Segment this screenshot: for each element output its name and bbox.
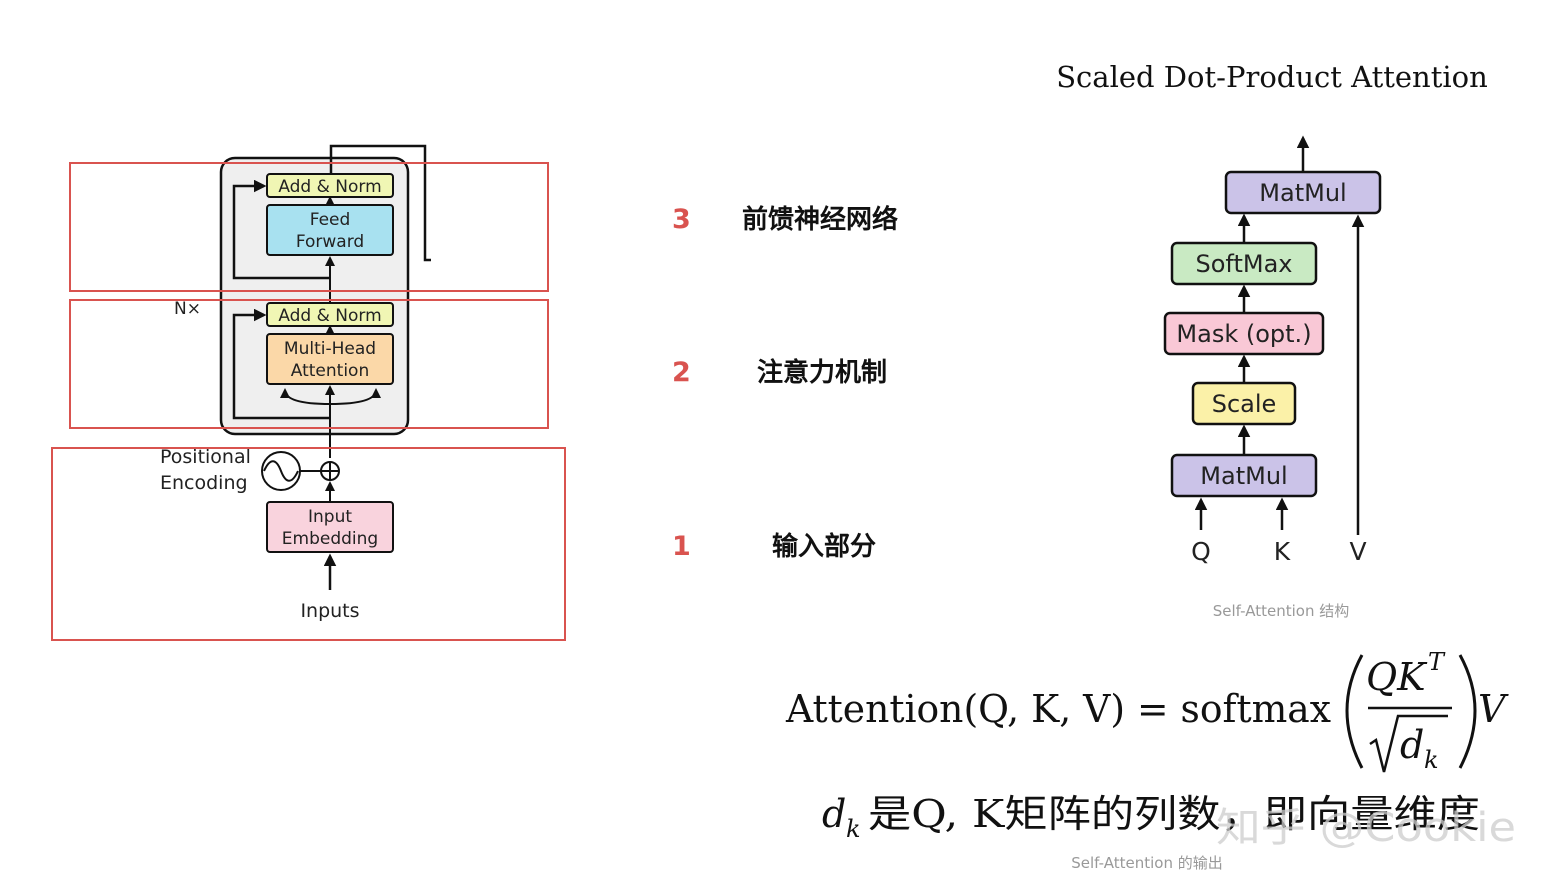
step-1-label: 输入部分 xyxy=(772,531,876,562)
formula-denominator: d xyxy=(1400,723,1424,767)
highlight-box-feed-forward xyxy=(69,162,549,292)
encoder-layer-container xyxy=(219,156,410,436)
encoder-diagram: Add & Norm Feed Forward Add & Norm Multi… xyxy=(160,144,431,622)
matmul-top-block xyxy=(1224,170,1382,215)
k-label: K xyxy=(1274,537,1291,566)
step-3-number: 3 xyxy=(672,204,691,235)
feed-forward-label-line2: Forward xyxy=(296,232,364,252)
mask-block xyxy=(1163,311,1325,356)
output-connection-line xyxy=(329,144,431,262)
sdpa-title: Scaled Dot-Product Attention xyxy=(1056,60,1488,94)
step-labels: 3 前馈神经网络 2 注意力机制 1 输入部分 xyxy=(672,204,898,562)
scale-label: Scale xyxy=(1212,390,1277,418)
paren-right xyxy=(1458,654,1477,769)
softmax-block xyxy=(1170,241,1318,286)
step-2-label: 注意力机制 xyxy=(757,357,887,388)
mha-label-line2: Attention xyxy=(291,361,369,381)
q-label: Q xyxy=(1191,537,1211,566)
v-label: V xyxy=(1349,537,1366,566)
matmul-bottom-label: MatMul xyxy=(1200,462,1287,490)
formula-note-d: d xyxy=(822,792,846,836)
formula-tail: V xyxy=(1478,687,1509,731)
residual-mha xyxy=(232,308,330,420)
formula-caption: Self-Attention 的输出 xyxy=(1071,854,1222,872)
input-embedding-label-line1: Input xyxy=(308,507,352,527)
matmul-top-label: MatMul xyxy=(1259,179,1346,207)
input-embedding-label-line2: Embedding xyxy=(282,529,378,549)
feed-forward-label-line1: Feed xyxy=(310,210,351,230)
arrow-into-mha-right xyxy=(329,388,381,405)
formula-lhs: Attention(Q, K, V) = softmax xyxy=(785,687,1331,731)
step-3-label: 前馈神经网络 xyxy=(742,204,898,235)
positional-encoding-label-line2: Encoding xyxy=(160,472,248,494)
attention-formula: Attention(Q, K, V) = softmax QK T d k V … xyxy=(785,648,1509,872)
add-norm-top-label: Add & Norm xyxy=(278,177,381,197)
watermark: 知乎 @Cookie xyxy=(1216,805,1516,851)
sqrt-sign xyxy=(1369,714,1448,773)
highlight-box-input xyxy=(51,447,566,641)
positional-encoding-label-line1: Positional xyxy=(160,446,251,468)
sine-wave-curve xyxy=(263,460,299,482)
mha-label-line1: Multi-Head xyxy=(284,339,376,359)
residual-ff xyxy=(232,179,330,280)
formula-note-text: 是Q, K矩阵的列数，即向量维度 xyxy=(868,792,1480,836)
mask-label: Mask (opt.) xyxy=(1176,320,1311,348)
formula-numerator-sup: T xyxy=(1428,648,1446,676)
highlight-box-attention xyxy=(69,299,549,429)
input-embedding-block xyxy=(266,501,394,553)
arrow-into-mha-left xyxy=(280,388,331,405)
sdpa-caption: Self-Attention 结构 xyxy=(1213,602,1349,620)
formula-denominator-sub: k xyxy=(1424,746,1439,774)
matmul-bottom-block xyxy=(1170,453,1318,498)
softmax-label: SoftMax xyxy=(1196,250,1293,278)
step-1-number: 1 xyxy=(672,531,691,562)
scale-block xyxy=(1191,381,1297,426)
step-2-number: 2 xyxy=(672,357,691,388)
sdpa-diagram: Scaled Dot-Product Attention MatMul Soft… xyxy=(1056,60,1488,620)
inputs-label: Inputs xyxy=(300,600,359,622)
add-norm-mid-label: Add & Norm xyxy=(278,306,381,326)
formula-numerator: QK xyxy=(1366,655,1428,699)
formula-note-sub: k xyxy=(846,815,861,843)
paren-left xyxy=(1345,654,1364,769)
nx-label: N× xyxy=(174,299,201,319)
